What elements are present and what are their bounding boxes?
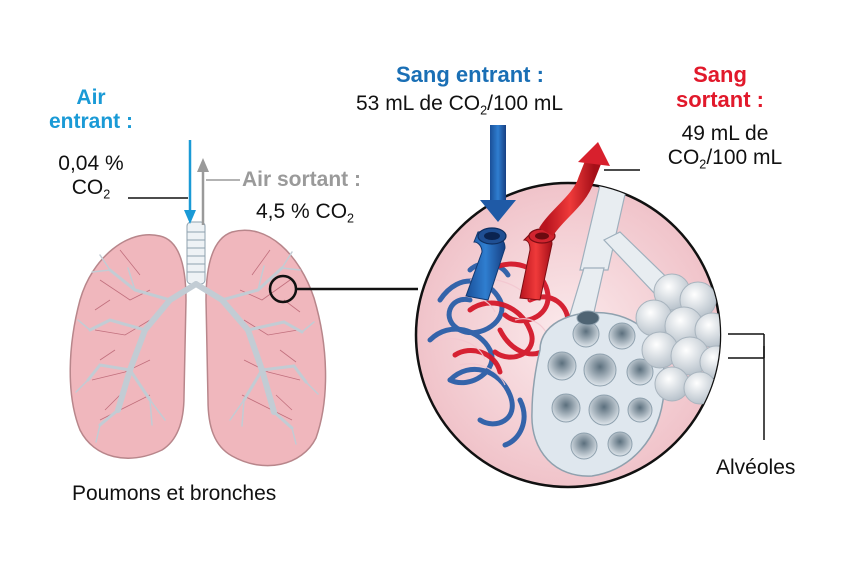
blood-in-arrow (480, 125, 516, 222)
air-in-gas: CO2 (71, 176, 111, 202)
alveolar-cluster (635, 273, 720, 405)
alveolar-sac-section (531, 310, 666, 477)
left-lung (69, 234, 187, 459)
blood-out-title: Sang sortant : (660, 62, 780, 113)
blood-out-value: 49 mL de CO2/100 mL (640, 122, 810, 172)
air-in-percent: 0,04 % (58, 152, 124, 175)
air-in-title-line1: Air (76, 86, 106, 109)
blood-out-value-line2: CO2/100 mL (667, 146, 783, 172)
lungs (69, 221, 327, 467)
blood-out-title-line2: sortant : (676, 87, 764, 113)
air-in-value: 0,04 % CO2 (28, 152, 154, 202)
air-out-title: Air sortant : (242, 168, 362, 191)
air-out-arrow (197, 158, 209, 225)
alveoli-zoom (414, 181, 722, 489)
blood-out-value-line1: 49 mL de (681, 122, 769, 145)
blood-out-arrow (539, 142, 640, 237)
trachea (186, 221, 206, 285)
blood-out-title-line1: Sang (693, 62, 747, 87)
air-in-title-line2: entrant : (49, 110, 133, 134)
right-lung (205, 229, 327, 467)
air-out-value: 4,5 % CO2 (256, 200, 355, 226)
lung-capillaries (91, 249, 301, 421)
air-in-arrow (184, 140, 196, 224)
blood-in-value: 53 mL de CO2/100 mL (356, 92, 564, 118)
lungs-caption: Poumons et bronches (72, 482, 277, 505)
alveoles-bracket (728, 333, 765, 440)
alveoles-label: Alvéoles (716, 456, 796, 479)
blood-in-title: Sang entrant : (396, 62, 544, 87)
air-in-title: Air entrant : (28, 86, 154, 134)
